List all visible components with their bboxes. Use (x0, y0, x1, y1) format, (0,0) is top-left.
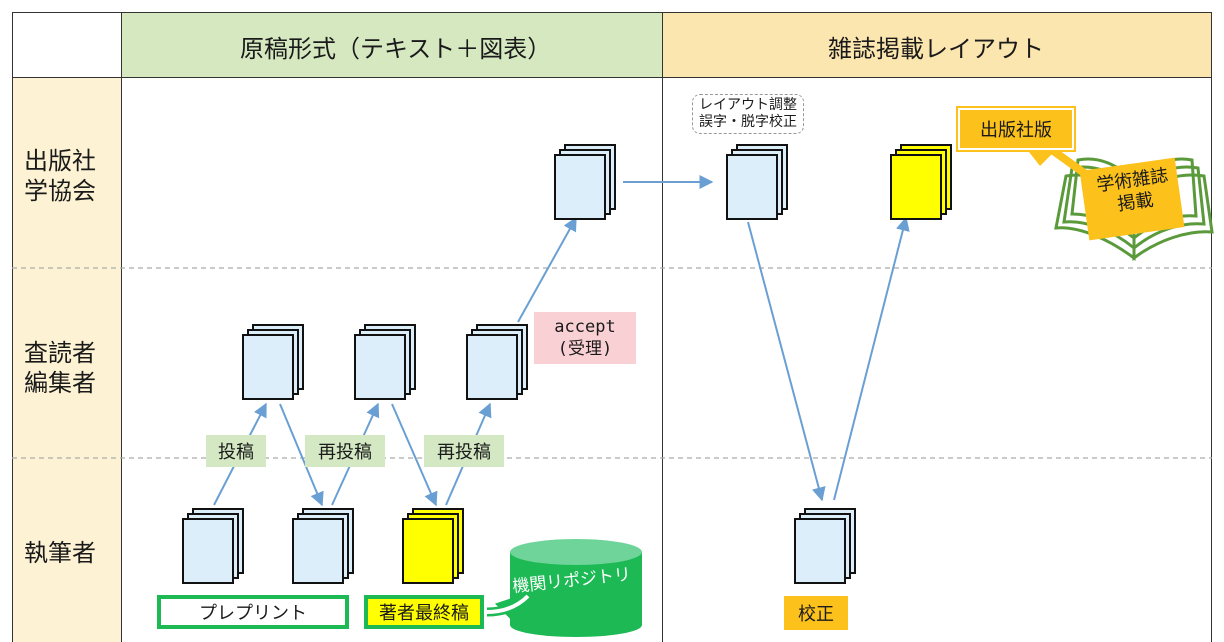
role-author: 執筆者 (24, 539, 96, 567)
doc-stack-layout (726, 144, 796, 220)
corner-cell (12, 12, 122, 78)
journal-callout (1018, 138, 1185, 241)
arrow-accept-up (517, 216, 577, 323)
header-layout-title: 雑誌掲載レイアウト (828, 35, 1044, 63)
doc-stack-publisher-accepted (554, 144, 624, 220)
role-publisher-line1: 出版社 (24, 147, 96, 175)
arrow-layout-to-proof (747, 221, 826, 502)
doc-stack-author-1 (182, 508, 252, 584)
arrow-proof-to-publisher (833, 216, 910, 501)
role-reviewer: 査読者 編集者 (24, 338, 96, 398)
role-reviewer-line2: 編集者 (24, 369, 96, 397)
role-publisher-line2: 学協会 (24, 177, 96, 205)
header-manuscript (122, 12, 663, 78)
doc-stack-proof (794, 508, 864, 584)
doc-stack-publisher-version (890, 144, 960, 220)
label-accept-line1: accept (554, 317, 616, 337)
label-author-final: 著者最終稿 (364, 595, 484, 629)
note-layout-adjust: レイアウト調整 誤字・脱字校正 (692, 94, 804, 134)
header-manuscript-title: 原稿形式（テキスト＋図表） (240, 35, 552, 63)
note-layout-line1: レイアウト調整 (699, 97, 797, 113)
label-resubmit-2: 再投稿 (424, 435, 504, 467)
label-submit: 投稿 (206, 435, 266, 467)
label-resubmit-1: 再投稿 (305, 435, 385, 467)
label-publisher-version: 出版社版 (956, 106, 1076, 152)
repository-cylinder (510, 539, 642, 637)
header-layout (663, 12, 1212, 78)
label-preprint: プレプリント (157, 595, 349, 629)
note-layout-line2: 誤字・脱字校正 (699, 114, 797, 130)
doc-stack-author-2 (292, 508, 362, 584)
doc-stack-review-3 (466, 324, 536, 400)
label-accept: accept (受理) (534, 312, 636, 364)
doc-stack-review-1 (242, 324, 312, 400)
arrow-review-down-1 (279, 403, 324, 507)
label-accept-line2: (受理) (557, 339, 613, 359)
doc-stack-review-2 (354, 324, 424, 400)
arrow-review-down-2 (391, 403, 438, 507)
role-publisher: 出版社 学協会 (24, 146, 96, 206)
doc-stack-author-final (402, 508, 472, 584)
label-proof: 校正 (784, 596, 848, 630)
role-reviewer-line1: 査読者 (24, 339, 96, 367)
row-label-column (12, 78, 122, 642)
